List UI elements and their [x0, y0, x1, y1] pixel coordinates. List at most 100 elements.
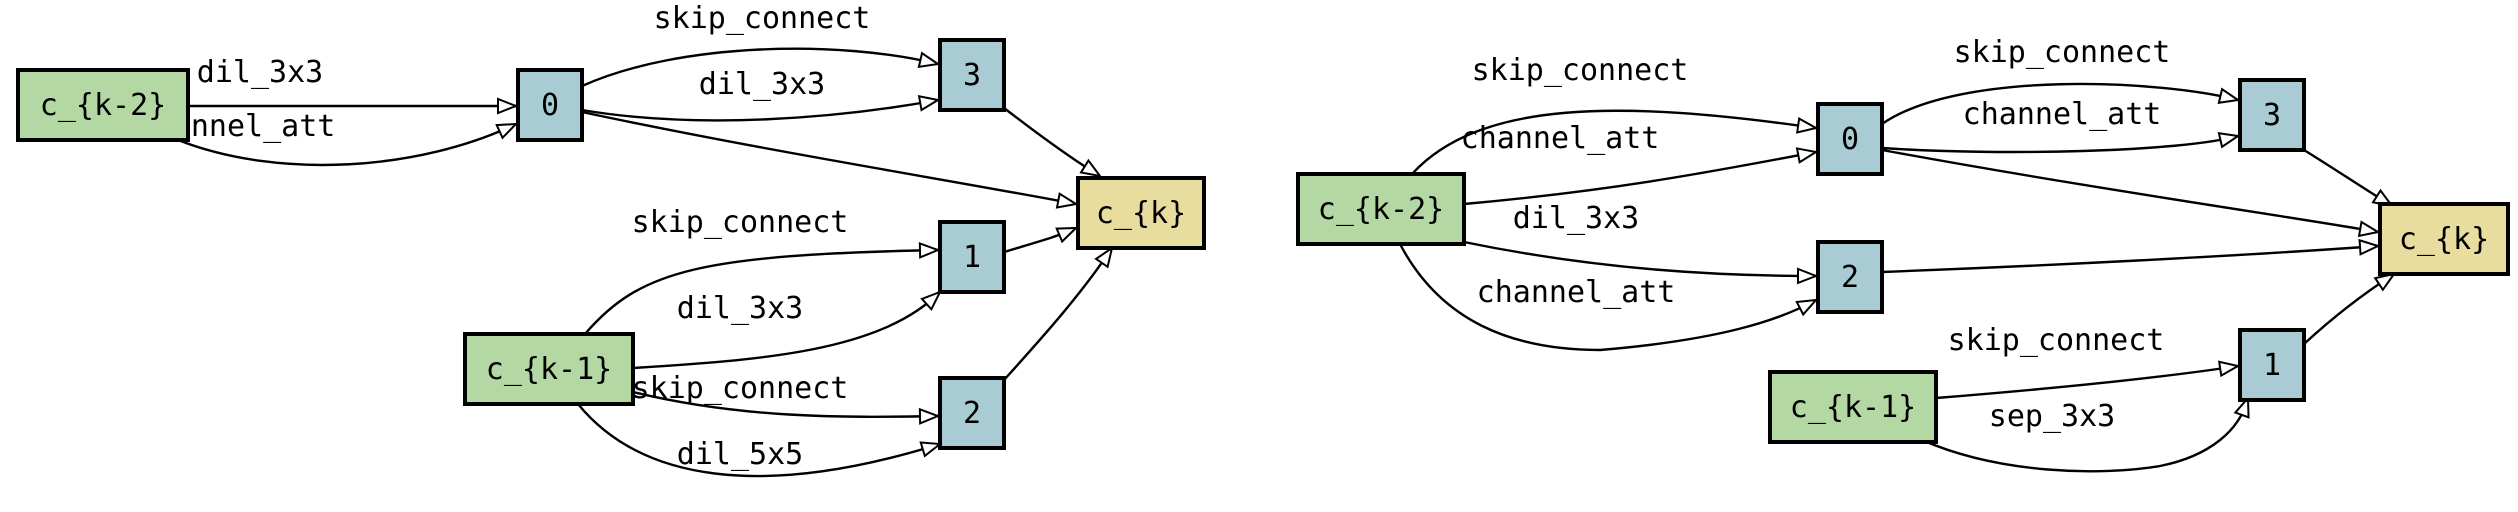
normal-cell-edge-ck1-to-n1-7 — [632, 291, 941, 370]
reduction-cell-edge-ck1-to-n1-9-arrowhead — [2217, 360, 2241, 378]
reduction-cell-edge-n2-to-ck-7-arrowhead — [2358, 238, 2381, 256]
reduction-cell-node-n2-box — [1816, 240, 1884, 314]
normal-cell-node-ck1-label: c_{k-1} — [486, 352, 612, 387]
normal-cell-node-n2-box — [938, 376, 1006, 450]
reduction-cell-edge-n0-to-n3-5-arrowhead — [2217, 132, 2241, 149]
normal-cell-edge-ck2-to-n0-0-label: dil_3x3 — [197, 55, 323, 90]
reduction-cell-edge-ck2-to-n2-3 — [1398, 243, 1817, 352]
normal-cell-edge-n0-to-n3-2 — [581, 47, 939, 88]
reduction-cell-edge-n0-to-ck-6 — [1881, 148, 2379, 234]
normal-cell-edge-n2-to-ck-11 — [1003, 247, 1113, 381]
normal-cell-edge-ck1-to-n2-8-label: skip_connect — [632, 371, 849, 406]
normal-cell-edge-ck1-to-n1-7-arrowhead — [920, 290, 943, 312]
reduction-cell-edge-n0-to-n3-4 — [1881, 82, 2239, 125]
reduction-cell-edge-ck2-to-n0-0-arrowhead — [1796, 116, 1819, 134]
normal-cell-edge-ck1-to-n1-7-label: dil_3x3 — [677, 291, 803, 326]
normal-cell-node-n1-label: 1 — [963, 240, 981, 275]
reduction-cell-edge-n0-to-n3-4-arrowhead — [2217, 87, 2241, 104]
reduction-cell-edge-ck2-to-n0-0 — [1411, 109, 1817, 175]
reduction-cell-node-ck-box — [2378, 202, 2510, 276]
reduction-cell-edge-ck1-to-n1-10 — [1921, 397, 2250, 473]
reduction-cell-edge-ck1-to-n1-9-label: skip_connect — [1948, 323, 2165, 358]
normal-cell-node-n3: 3 — [938, 38, 1006, 112]
reduction-cell-edge-ck1-to-n1-10-arrowhead — [2233, 395, 2250, 419]
normal-cell-node-ck-box — [1076, 176, 1206, 250]
normal-cell-node-n2-label: 2 — [963, 396, 981, 431]
reduction-cell-node-ck2-box — [1296, 172, 1466, 246]
nodes-layer: c_{k-2} c_{k-1} 0 1 2 3 c_{k} c_{k-2} c_{k-1} 0 1 2… — [16, 38, 2510, 450]
normal-cell-edge-ck1-to-n2-8 — [632, 390, 939, 418]
normal-cell-node-ck2: c_{k-2} — [16, 68, 190, 142]
normal-cell-edge-ck1-to-n1-6 — [584, 248, 939, 335]
reduction-cell-node-n0-label: 0 — [1841, 122, 1859, 157]
reduction-cell-node-n1-box — [2238, 328, 2306, 402]
normal-cell-edge-n0-to-ck-4-arrowhead — [1055, 192, 1079, 209]
normal-cell-node-n1: 1 — [938, 220, 1006, 294]
reduction-cell-node-n2-label: 2 — [1841, 260, 1859, 295]
reduction-cell-node-n3: 3 — [2238, 78, 2306, 152]
normal-cell-node-ck2-box — [16, 68, 190, 142]
normal-cell-node-n2: 2 — [938, 376, 1006, 450]
reduction-cell-edge-ck2-to-n2-2-label: dil_3x3 — [1513, 201, 1639, 236]
reduction-cell-node-n2: 2 — [1816, 240, 1884, 314]
reduction-cell-edge-n0-to-ck-6-arrowhead — [2357, 220, 2381, 238]
reduction-cell-edge-ck2-to-n0-1 — [1463, 150, 1817, 206]
reduction-cell-edge-ck2-to-n0-0-label: skip_connect — [1472, 53, 1689, 88]
normal-cell-node-ck1: c_{k-1} — [463, 332, 635, 406]
normal-cell-edge-n2-to-ck-11-arrowhead — [1094, 245, 1114, 269]
normal-cell-node-n3-box — [938, 38, 1006, 112]
reduction-cell-node-n3-box — [2238, 78, 2306, 152]
normal-cell-edge-ck1-to-n1-6-arrowhead — [918, 241, 941, 259]
normal-cell-node-n1-box — [938, 220, 1006, 294]
normal-cell-node-n0-box — [516, 68, 584, 142]
normal-cell-edge-ck1-to-n2-8-arrowhead — [918, 407, 941, 425]
normal-cell-edge-ck1-to-n2-9-arrowhead — [919, 441, 943, 458]
reduction-cell-node-n1: 1 — [2238, 328, 2306, 402]
reduction-cell-edge-n2-to-ck-7 — [1881, 244, 2379, 274]
reduction-cell-edge-ck2-to-n2-2-arrowhead — [1796, 267, 1819, 285]
normal-cell-edge-n3-to-ck-5-arrowhead — [1079, 158, 1103, 178]
reduction-cell-node-n1-label: 1 — [2263, 348, 2281, 383]
normal-cell-node-ck: c_{k} — [1076, 176, 1206, 250]
normal-cell-edge-ck2-to-n0-1 — [177, 122, 517, 167]
edges-layer — [177, 47, 2397, 478]
reduction-cell-node-ck1-label: c_{k-1} — [1790, 390, 1916, 425]
normal-cell-edge-n0-to-n3-2-arrowhead — [917, 51, 941, 69]
reduction-cell-edge-n1-to-ck-11-arrowhead — [2373, 272, 2397, 292]
normal-cell-edge-ck2-to-n0-1-arrowhead — [495, 122, 519, 140]
reduction-cell-edge-n0-to-n3-5-label: channel_att — [1963, 97, 2162, 132]
reduction-cell-edge-ck2-to-n2-3-arrowhead — [1795, 298, 1819, 317]
normal-cell-edge-ck1-to-n2-9-label: dil_5x5 — [677, 437, 803, 472]
reduction-cell-node-ck1-box — [1768, 370, 1938, 444]
reduction-cell-node-n3-label: 3 — [2263, 98, 2281, 133]
reduction-cell-edge-ck2-to-n2-2 — [1463, 240, 1817, 278]
normal-cell-edge-ck1-to-n1-6-label: skip_connect — [632, 205, 849, 240]
reduction-cell-edge-ck2-to-n0-1-arrowhead — [1795, 147, 1819, 164]
reduction-cell-edge-n0-to-n3-4-label: skip_connect — [1954, 35, 2171, 70]
normal-cell-edge-ck1-to-n2-9 — [577, 403, 941, 478]
reduction-cell-node-ck2-label: c_{k-2} — [1318, 192, 1444, 227]
normal-cell-node-n0: 0 — [516, 68, 584, 142]
normal-cell-node-n3-label: 3 — [963, 58, 981, 93]
reduction-cell-node-ck1: c_{k-1} — [1768, 370, 1938, 444]
reduction-cell-edge-n0-to-n3-5 — [1881, 134, 2239, 154]
reduction-cell-node-ck: c_{k} — [2378, 202, 2510, 276]
normal-cell-edge-n0-to-n3-3-label: dil_3x3 — [699, 67, 825, 102]
normal-cell-edge-n1-to-ck-10-arrowhead — [1055, 226, 1079, 244]
reduction-cell-node-n0-box — [1816, 102, 1884, 176]
reduction-cell-edge-ck2-to-n0-1-label: channel_att — [1461, 121, 1660, 156]
edge-labels-layer: dil_3x3channel_attskip_connectdil_3x3ski… — [137, 1, 2171, 472]
normal-cell-node-n0-label: 0 — [541, 88, 559, 123]
normal-cell-edge-n0-to-ck-4 — [581, 110, 1077, 206]
reduction-cell-edge-ck1-to-n1-10-label: sep_3x3 — [1989, 399, 2115, 434]
normal-cell-edge-ck2-to-n0-0-arrowhead — [497, 97, 519, 115]
normal-cell-edge-n0-to-n3-3 — [581, 98, 939, 122]
reduction-cell-edge-ck1-to-n1-9 — [1935, 364, 2239, 400]
normal-cell-edge-n0-to-n3-3-arrowhead — [917, 94, 941, 112]
normal-cell-node-ck2-label: c_{k-2} — [40, 88, 166, 123]
reduction-cell-node-ck2: c_{k-2} — [1296, 172, 1466, 246]
reduction-cell-edge-ck2-to-n2-3-label: channel_att — [1477, 275, 1676, 310]
normal-cell-node-ck1-box — [463, 332, 635, 406]
reduction-cell-node-n0: 0 — [1816, 102, 1884, 176]
